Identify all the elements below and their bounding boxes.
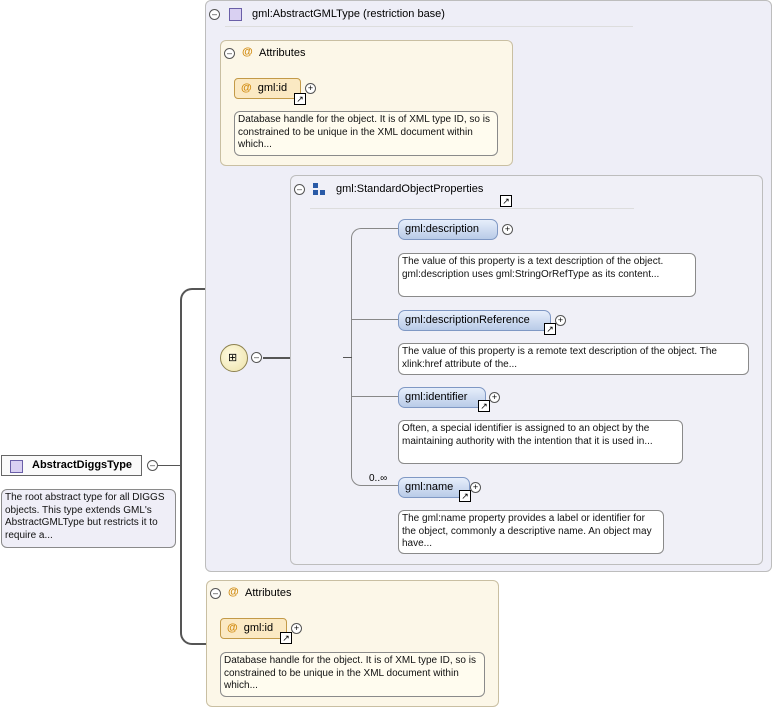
link-icon[interactable]: ↗ xyxy=(500,195,512,207)
sequence-collapse-toggle[interactable]: – xyxy=(251,352,262,363)
own-attributes-toggle[interactable]: – xyxy=(210,588,221,599)
link-icon[interactable]: ↗ xyxy=(294,93,306,105)
branch-bracket xyxy=(180,288,206,645)
root-doc: The root abstract type for all DIGGS obj… xyxy=(1,489,176,548)
model-group-icon xyxy=(313,183,327,197)
element-description[interactable]: gml:description xyxy=(398,219,498,240)
root-collapse-toggle[interactable]: – xyxy=(147,460,158,471)
group-title-toggle[interactable]: – xyxy=(294,184,305,195)
link-icon[interactable]: ↗ xyxy=(280,632,292,644)
element-name: gml:identifier xyxy=(405,391,468,403)
complex-type-icon xyxy=(229,8,242,21)
element-name-gml[interactable]: gml:name xyxy=(398,477,470,498)
root-type-name: AbstractDiggsType xyxy=(32,459,133,471)
at-icon: @ xyxy=(227,622,238,634)
branch-connector-description-reference xyxy=(351,319,398,320)
element-doc: The gml:name property provides a label o… xyxy=(398,510,664,554)
element-name: gml:descriptionReference xyxy=(405,314,530,326)
base-attributes-label: Attributes xyxy=(259,47,306,59)
element-name: gml:description xyxy=(405,223,479,235)
element-name: gml:name xyxy=(405,481,454,493)
own-attr-gml-id[interactable]: @ gml:id xyxy=(220,618,287,639)
base-attr-name: gml:id xyxy=(257,82,288,94)
own-attributes-label: Attributes xyxy=(245,587,292,599)
at-icon: @ xyxy=(242,46,253,58)
link-icon[interactable]: ↗ xyxy=(459,490,471,502)
own-attr-doc: Database handle for the object. It is of… xyxy=(220,652,485,697)
group-tree-bracket xyxy=(351,228,399,486)
expand-icon[interactable]: + xyxy=(305,83,316,94)
expand-icon[interactable]: + xyxy=(291,623,302,634)
base-attr-doc: Database handle for the object. It is of… xyxy=(234,111,498,156)
sequence-glyph-icon: ⊞ xyxy=(228,352,238,364)
at-icon: @ xyxy=(228,586,239,598)
base-title-underline xyxy=(225,26,633,27)
element-identifier[interactable]: gml:identifier xyxy=(398,387,486,408)
link-icon[interactable]: ↗ xyxy=(478,400,490,412)
complex-type-icon xyxy=(10,460,23,473)
group-connector xyxy=(343,357,352,358)
base-title: gml:AbstractGMLType (restriction base) xyxy=(252,8,445,20)
sequence-compositor-icon[interactable] xyxy=(220,344,248,372)
own-attr-name: gml:id xyxy=(243,622,274,634)
branch-connector-identifier xyxy=(351,396,398,397)
expand-icon[interactable]: + xyxy=(555,315,566,326)
link-icon[interactable]: ↗ xyxy=(544,323,556,335)
expand-icon[interactable]: + xyxy=(502,224,513,235)
group-title-underline xyxy=(310,208,634,209)
root-connector xyxy=(158,465,180,466)
element-doc: Often, a special identifier is assigned … xyxy=(398,420,683,464)
root-type-box[interactable]: AbstractDiggsType xyxy=(1,455,142,476)
expand-icon[interactable]: + xyxy=(489,392,500,403)
base-collapse-toggle[interactable]: – xyxy=(209,9,220,20)
expand-icon[interactable]: + xyxy=(470,482,481,493)
sequence-connector xyxy=(263,357,306,359)
base-attributes-toggle[interactable]: – xyxy=(224,48,235,59)
at-icon: @ xyxy=(241,82,252,94)
element-description-reference[interactable]: gml:descriptionReference xyxy=(398,310,551,331)
group-title: gml:StandardObjectProperties xyxy=(336,183,484,195)
base-attr-gml-id[interactable]: @ gml:id xyxy=(234,78,301,99)
element-doc: The value of this property is a text des… xyxy=(398,253,696,297)
element-doc: The value of this property is a remote t… xyxy=(398,343,749,375)
cardinality-label: 0..∞ xyxy=(369,473,388,484)
